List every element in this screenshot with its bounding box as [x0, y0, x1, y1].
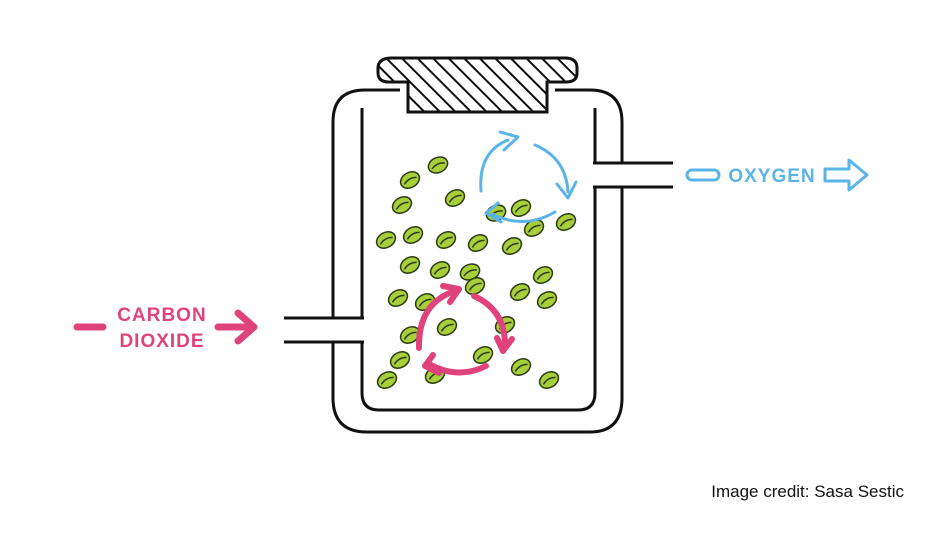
- outlet-pipe: [593, 161, 673, 189]
- coffee-bean-icon: [510, 358, 532, 376]
- carbon-dioxide-input-arrow: [73, 309, 258, 345]
- coffee-bean-icon: [391, 196, 413, 214]
- oxygen-cycle-icon: [479, 130, 578, 224]
- coffee-bean-icon: [376, 371, 398, 389]
- coffee-bean-icon: [501, 237, 523, 255]
- coffee-bean-icon: [387, 289, 409, 307]
- coffee-bean-icon: [435, 231, 457, 249]
- coffee-bean-icon: [399, 171, 421, 189]
- coffee-bean-icon: [509, 283, 531, 301]
- coffee-bean-icon: [532, 266, 554, 284]
- coffee-beans: [375, 156, 577, 389]
- coffee-bean-icon: [538, 371, 560, 389]
- carbon-label-line1: CARBON: [117, 305, 206, 326]
- coffee-bean-icon: [472, 346, 494, 364]
- oxygen-output-arrow: [685, 158, 869, 192]
- carbon-label-line2: DIOXIDE: [119, 331, 204, 352]
- coffee-bean-icon: [464, 277, 486, 295]
- tank-inner-wall: [360, 108, 597, 412]
- coffee-bean-icon: [467, 234, 489, 252]
- hatched-lid-icon: [376, 56, 579, 114]
- carbon-dioxide-cycle-icon: [415, 283, 515, 376]
- coffee-bean-icon: [436, 318, 458, 336]
- coffee-bean-icon: [536, 291, 558, 309]
- coffee-bean-icon: [523, 219, 545, 237]
- coffee-bean-icon: [444, 189, 466, 207]
- coffee-bean-icon: [402, 226, 424, 244]
- coffee-bean-icon: [459, 263, 481, 281]
- tank-outer-wall: [331, 88, 624, 434]
- coffee-bean-icon: [510, 199, 532, 217]
- coffee-bean-icon: [427, 156, 449, 174]
- coffee-bean-icon: [375, 231, 397, 249]
- image-credit: Image credit: Sasa Sestic: [711, 482, 904, 501]
- inlet-pipe: [284, 316, 364, 344]
- coffee-bean-icon: [399, 256, 421, 274]
- coffee-bean-icon: [429, 261, 451, 279]
- coffee-bean-icon: [389, 351, 411, 369]
- oxygen-label: OXYGEN: [728, 166, 815, 187]
- coffee-bean-icon: [555, 213, 577, 231]
